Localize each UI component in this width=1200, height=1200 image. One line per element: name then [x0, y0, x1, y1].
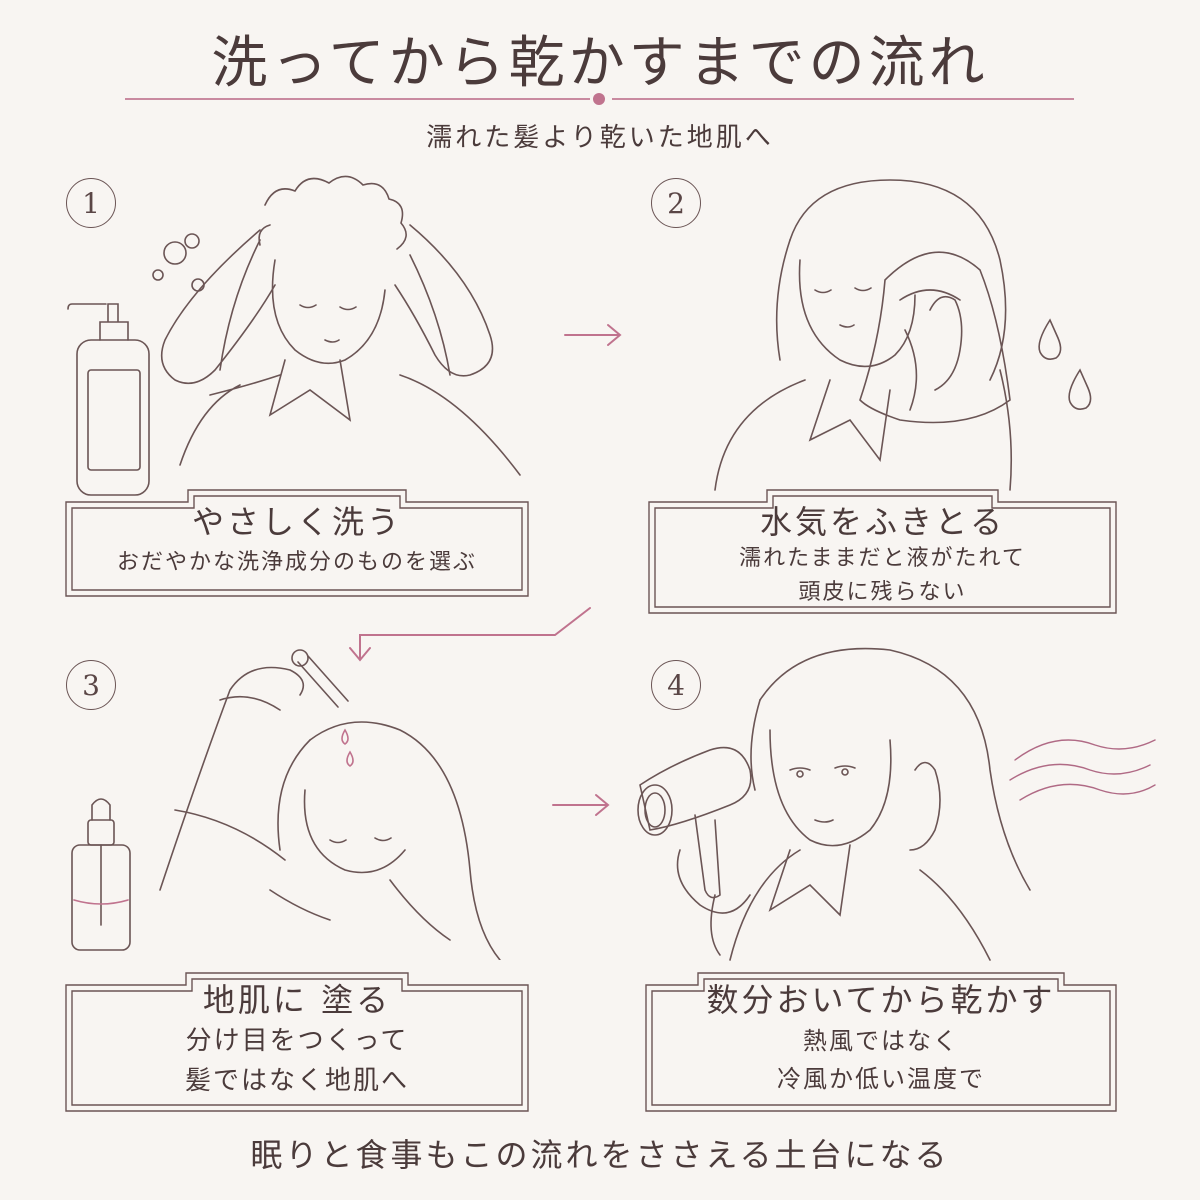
footer-note: 眠りと食事もこの流れをささえる土台になる [250, 1136, 950, 1174]
title-divider-dot [593, 93, 605, 105]
step-2-text-line-2: 頭皮に残らない [798, 580, 967, 605]
step-2-text-line-1: 濡れたままだと液がたれて [739, 546, 1026, 571]
serum-drop-icon [341, 728, 354, 767]
arrow-step3-to-step4 [552, 794, 610, 816]
towel-icon [859, 251, 1011, 424]
step-2-card: 水気をふきとる 濡れたままだと液がたれて 頭皮に残らない [645, 480, 1120, 615]
step-4-text-line-1: 熱風ではなく [803, 1027, 959, 1055]
step-3-card: 地肌に 塗る 分け目をつくって 髪ではなく地肌へ [62, 963, 532, 1113]
step-2-illustration [714, 179, 1092, 491]
step-4-title: 数分おいてから乾かす [706, 981, 1056, 1019]
step-1-number: 1 [66, 178, 116, 228]
shampoo-bottle-icon [67, 303, 150, 496]
step-3-title: 地肌に 塗る [202, 981, 392, 1019]
step-1-title: やさしく洗う [191, 503, 402, 541]
step-1-text-line-1: おだやかな洗浄成分のものを選ぶ [116, 550, 477, 575]
step-3-illustration [71, 649, 501, 960]
title-divider-left [125, 98, 590, 100]
step-3-text-line-2: 髪ではなく地肌へ [184, 1066, 409, 1096]
step-4-card: 数分おいてから乾かす 熱風ではなく 冷風か低い温度で [642, 963, 1120, 1113]
step-1-illustration [67, 175, 521, 496]
serum-bottle-icon [71, 798, 131, 951]
step-4-text-line-2: 冷風か低い温度で [777, 1065, 985, 1093]
step-4-illustration [637, 647, 1156, 961]
step-1-card: やさしく洗う おだやかな洗浄成分のものを選ぶ [62, 480, 532, 598]
title-divider-right [612, 98, 1074, 100]
arrow-step1-to-step2 [564, 324, 622, 346]
hair-dryer-icon [637, 746, 752, 956]
page-title: 洗ってから乾かすまでの流れ [211, 31, 989, 96]
bubble-icon [152, 233, 205, 292]
step-2-title: 水気をふきとる [759, 503, 1005, 541]
wind-icon [1009, 739, 1156, 801]
dropper-icon [291, 649, 349, 708]
water-drop-icon [1038, 318, 1092, 410]
step-2-number: 2 [651, 178, 701, 228]
step-3-number: 3 [66, 660, 116, 710]
arrow-step2-to-step3 [349, 607, 591, 662]
step-3-text-line-1: 分け目をつくって [185, 1026, 409, 1056]
step-4-number: 4 [651, 660, 701, 710]
page-subtitle: 濡れた髪より乾いた地肌へ [426, 123, 774, 153]
